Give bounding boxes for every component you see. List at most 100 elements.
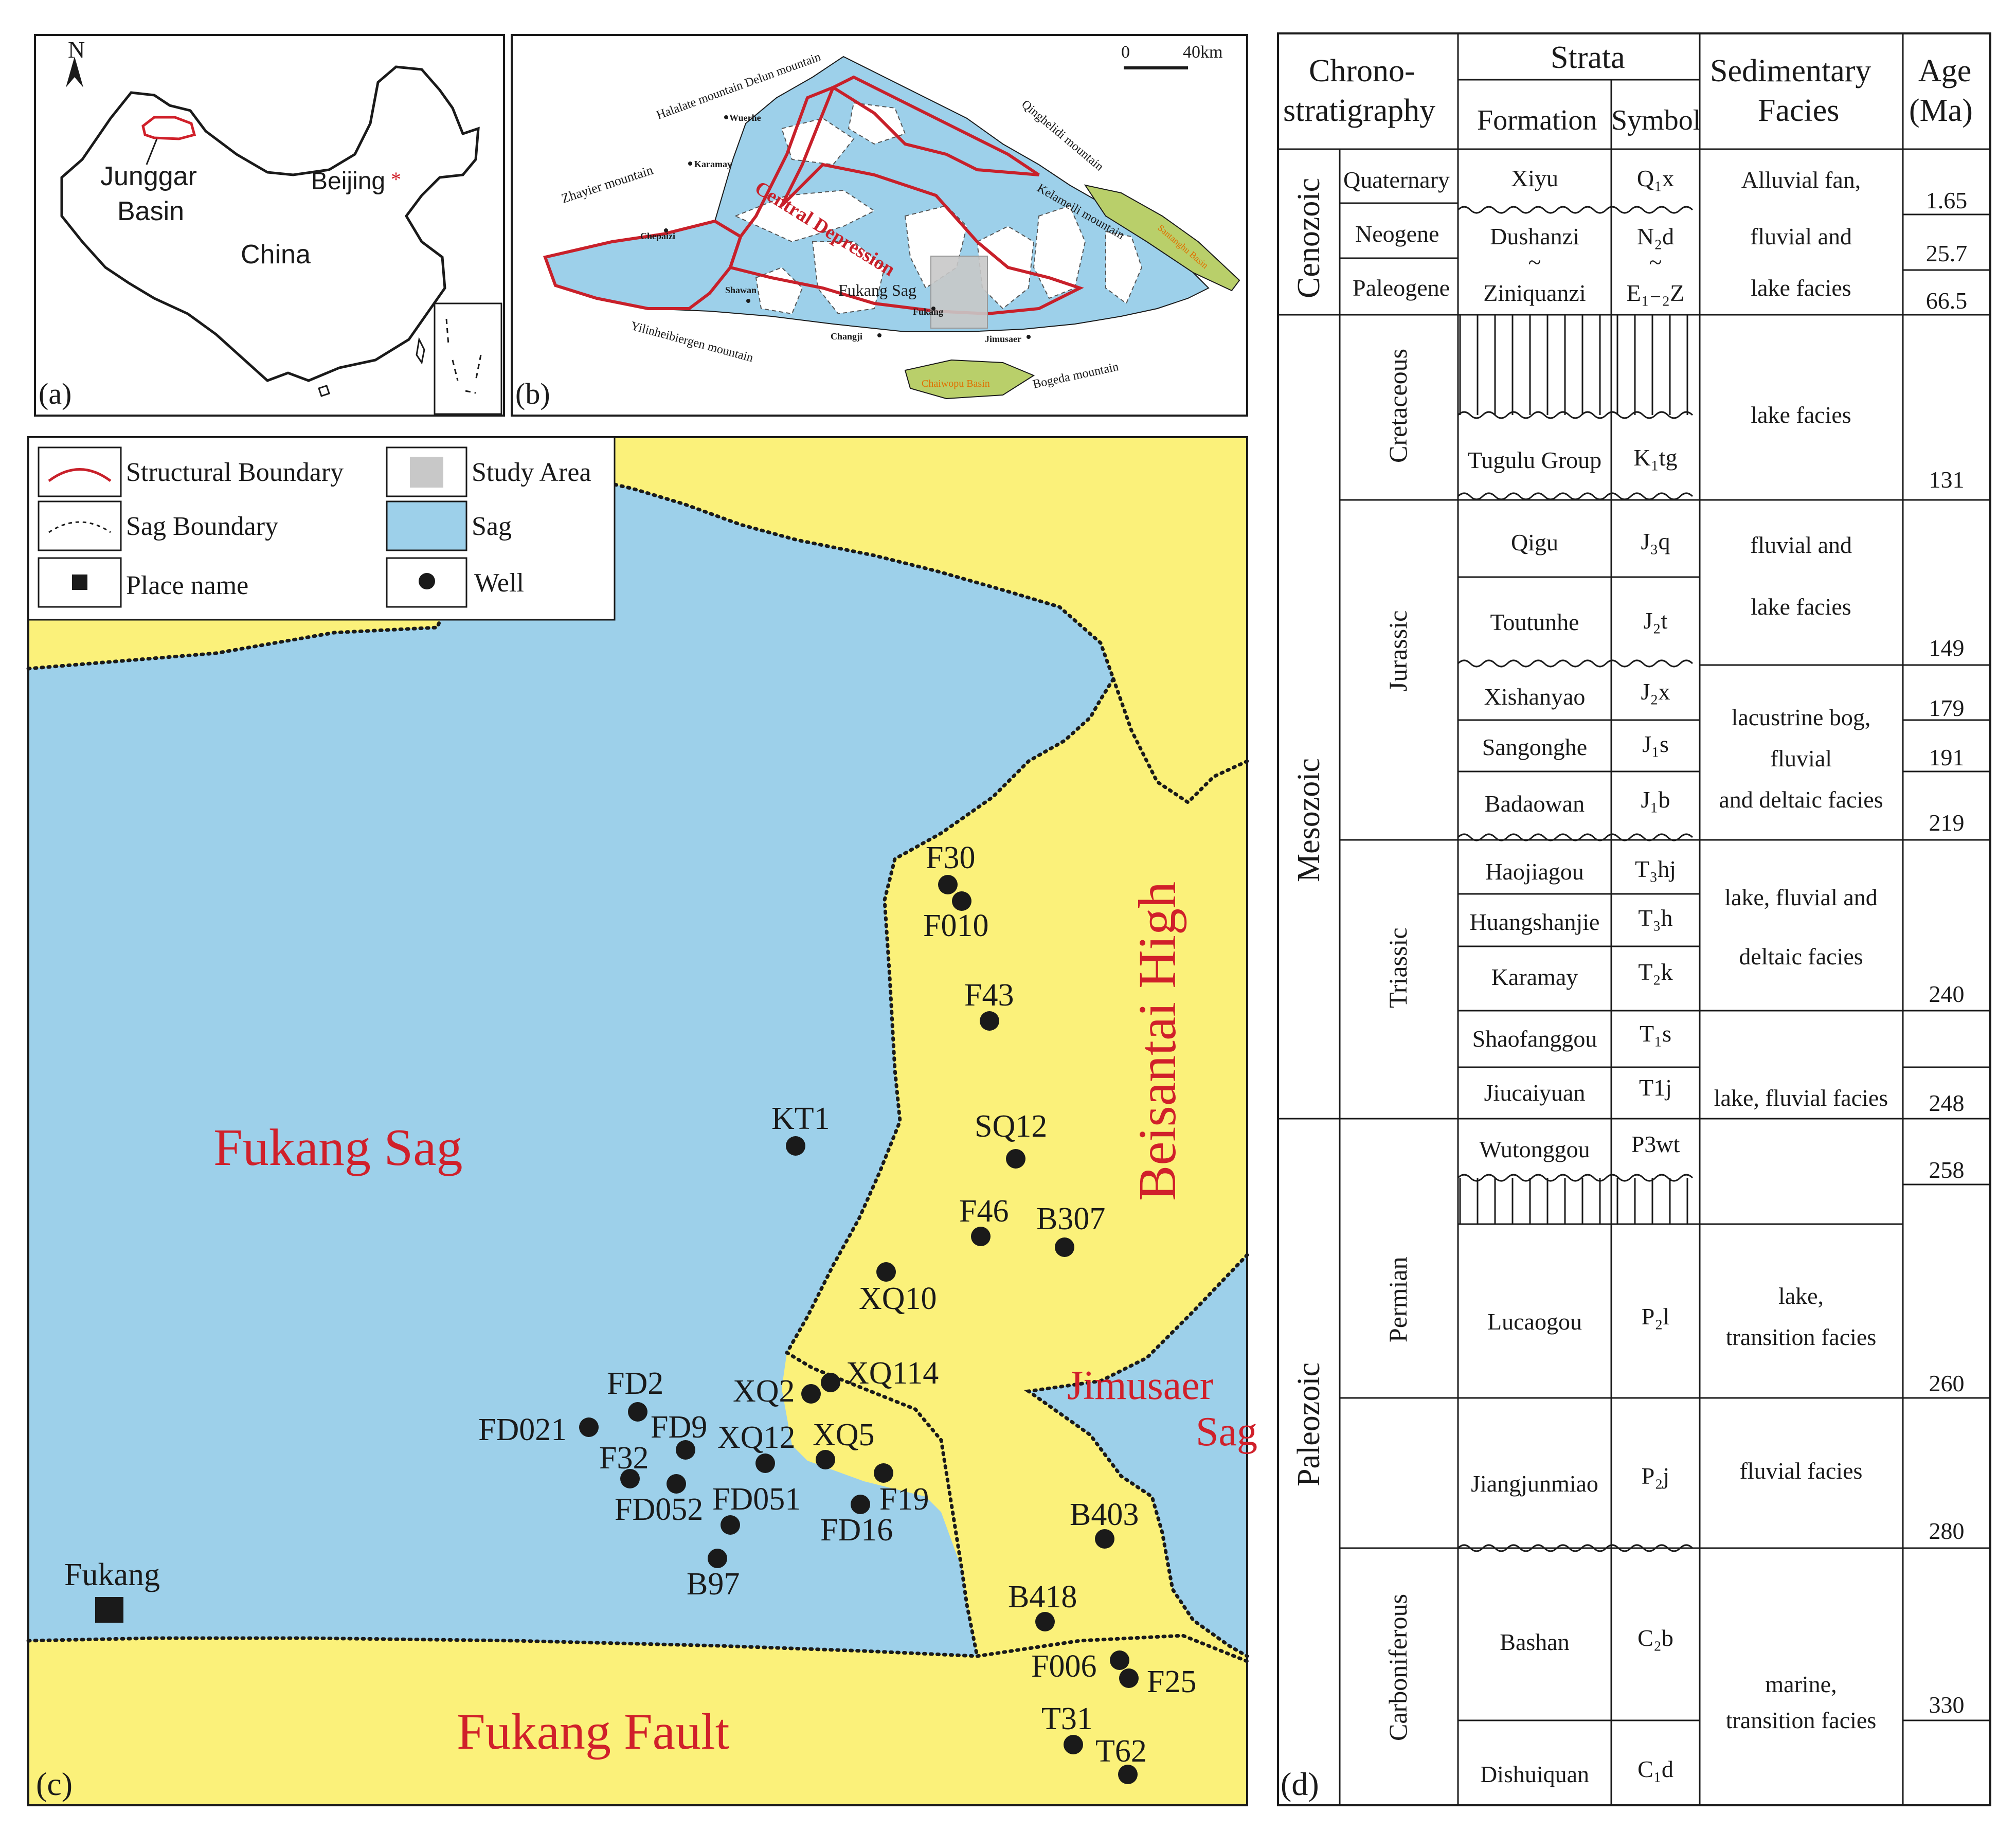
formation-ziniquanzi: Ziniquanzi [1483,280,1586,306]
facies-9b: transition facies [1726,1707,1877,1733]
panel-d-stratigraphic-column: Chrono- stratigraphy Strata Formation Sy… [1277,32,1991,1806]
santanghu-basin [1084,184,1240,292]
symbol-wutonggou: P3wt [1631,1131,1680,1157]
formation-haojiagou: Haojiagou [1485,858,1584,885]
well-B97 [708,1549,727,1568]
well-KT1 [786,1136,805,1156]
panel-label-b: (b) [515,377,550,410]
legend-swatch-structural-boundary [38,446,122,497]
formation-bashan: Bashan [1500,1629,1569,1655]
age-191: 191 [1929,744,1965,770]
legend-swatch-sag-boundary [38,500,122,551]
panel-a-frame [34,34,505,417]
well-label-FD052: FD052 [615,1492,703,1527]
legend-label-sag-boundary: Sag Boundary [126,512,278,541]
era-mesozoic: Mesozoic [1291,758,1326,882]
unconformity-wavy-lines [1457,206,1694,1552]
age-values: 1.65 25.7 66.5 131 149 179 191 219 240 2… [1926,187,1968,1718]
formation-names: Xiyu Dushanzi ~ Ziniquanzi Tugulu Group … [1468,165,1601,1787]
panel-c: Structural Boundary Study Area Sag Bound… [26,436,1257,1806]
period-quaternary: Quaternary [1343,167,1450,193]
jimusaer-label-line2: Sag [1196,1409,1257,1455]
well-label-F46: F46 [959,1194,1009,1229]
symbol-karamay: T₂k [1638,959,1672,985]
china-label: China [241,240,311,270]
junggar-label: Junggar [100,161,197,191]
well-XQ2 [801,1384,821,1404]
hiatus-cretaceous-pattern [1458,315,1700,415]
well-label-XQ10: XQ10 [859,1281,937,1316]
well-FD16 [851,1495,870,1514]
place-dot-karamay [688,161,692,166]
china-outline [60,65,480,382]
symbol-badaowan: J₁b [1641,786,1670,813]
facies-1a: Alluvial fan, [1741,167,1861,193]
facies-5a: lake, fluvial and [1724,884,1878,910]
structural-boundary-north [830,75,1040,176]
formation-jiucaiyuan: Jiucaiyuan [1484,1080,1586,1106]
symbol-qigu: J₃q [1641,528,1670,554]
legend-label-well: Well [474,568,524,598]
age-131: 131 [1929,466,1965,493]
facies-1b: fluvial and [1750,223,1852,249]
study-area-box [930,256,988,329]
formation-huangshanjie: Huangshanjie [1470,909,1600,935]
formation-symbols: Q₁x N₂d ~ E₁₋₂Z K₁tg J₃q J₂t J₂x J₁s J₁b… [1627,165,1685,1782]
symbol-huangshanjie: T₃h [1638,905,1672,931]
place-label-karamay: Karamay [694,159,732,169]
symbol-dishuiquan: C₁d [1637,1756,1673,1782]
well-F010 [952,891,971,911]
well-F43 [980,1011,999,1031]
chaiwopu-basin-label: Chaiwopu Basin [922,378,990,389]
header-symbol: Symbol [1611,104,1701,136]
legend: Structural Boundary Study Area Sag Bound… [27,436,616,621]
facies-9a: marine, [1765,1671,1837,1697]
well-label-T62: T62 [1095,1734,1147,1769]
symbol-bashan: C₂b [1637,1625,1673,1651]
symbol-toutunhe: J₂t [1644,607,1668,634]
place-label-wuerhe: Wuerhe [729,113,761,123]
well-XQ114 [821,1373,840,1392]
well-label-F25: F25 [1147,1664,1196,1699]
well-label-B418: B418 [1008,1579,1077,1614]
symbol-ziniquanzi: E₁₋₂Z [1627,280,1685,306]
beijing-label: Beijing [311,168,385,195]
symbol-xiyu: Q₁x [1637,165,1674,191]
fukang-place-marker-icon [95,1597,123,1623]
symbol-sangonghe: J₁s [1642,731,1669,757]
inset-islands [445,318,482,394]
period-paleogene: Paleogene [1353,275,1450,301]
symbol-lucaogou: P₂l [1642,1303,1669,1330]
well-SQ12 [1006,1149,1025,1169]
sag-boundary-east-high [1111,677,1249,805]
well-label-FD051: FD051 [712,1482,801,1517]
well-FD021 [579,1417,599,1437]
scale-distance: 40km [1183,43,1222,62]
age-66-5: 66.5 [1926,288,1968,314]
age-280: 280 [1929,1518,1965,1544]
place-label-chepaizi: Chepaizi [640,231,675,241]
well-XQ12 [755,1453,775,1473]
well-FD9 [676,1440,695,1460]
well-label-FD2: FD2 [607,1366,663,1401]
legend-box [27,436,616,621]
well-F46 [971,1227,991,1246]
period-carboniferous: Carboniferous [1383,1594,1412,1741]
well-label-F30: F30 [926,840,975,875]
place-label-jimusaer: Jimusaer [985,334,1021,344]
well-label-FD9: FD9 [651,1410,707,1445]
formation-qigu: Qigu [1511,529,1558,555]
grid-lines [1278,33,1990,1805]
well-XQ10 [876,1262,896,1282]
panel-c-frame [27,436,1248,1806]
north-label: N [68,37,85,63]
panel-b: 0 40km Halalate mountain Delun mountain … [511,34,1248,417]
place-label-changji: Changji [831,331,862,342]
study-area-symbol-icon [410,457,443,488]
well-label-B307: B307 [1036,1201,1105,1236]
facies-5b: deltaic facies [1739,943,1863,970]
legend-label-structural-boundary: Structural Boundary [126,458,344,487]
place-dot-wuerhe [724,115,728,119]
fukang-sag-area [28,473,1113,1656]
facies-3a: fluvial and [1750,532,1852,558]
